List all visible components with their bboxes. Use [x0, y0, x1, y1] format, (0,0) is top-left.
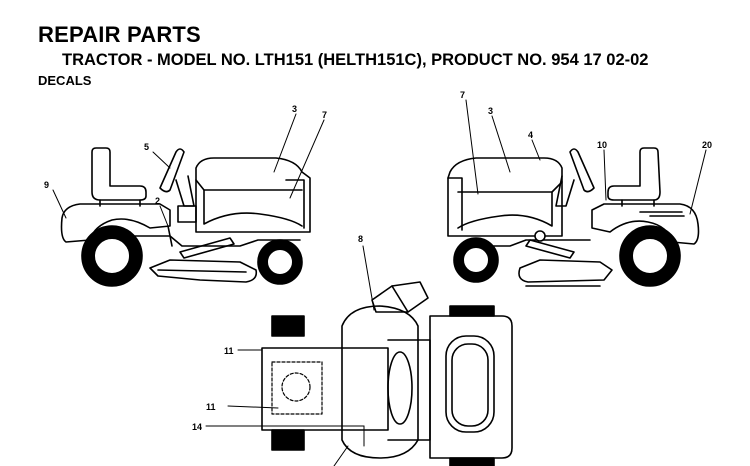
- callout-5: 5: [144, 142, 149, 152]
- steering-wheel: [159, 148, 185, 193]
- front-wheel: [453, 237, 499, 283]
- callout-2: 2: [155, 196, 160, 206]
- callout-14: 14: [192, 422, 202, 432]
- rear-wheel-top: [271, 315, 305, 337]
- rear-wheel: [81, 225, 143, 287]
- front-wheel-bottom: [449, 457, 495, 466]
- steering-wheel: [569, 148, 595, 193]
- rear-wheel: [619, 225, 681, 287]
- front-wheel-top: [449, 305, 495, 317]
- callout-10: 10: [597, 140, 607, 150]
- seat: [607, 147, 661, 201]
- tractor-right-view: [447, 147, 700, 287]
- callout-8: 8: [358, 234, 363, 244]
- rear-fender-top: [261, 347, 389, 431]
- rear-wheel-bottom: [271, 429, 305, 451]
- seat-top: [341, 305, 419, 459]
- section-heading: DECALS: [38, 73, 92, 88]
- callout-11: 11: [224, 346, 234, 356]
- callout-11: 11: [206, 402, 216, 412]
- rear-fender: [60, 203, 171, 243]
- decal-outline: [271, 361, 323, 415]
- rear-fender: [591, 203, 700, 245]
- tractor-left-view: [60, 147, 311, 287]
- callout-7: 7: [322, 110, 327, 120]
- front-wheel: [257, 239, 303, 285]
- right-view-callouts: [465, 99, 707, 215]
- callout-3: 3: [488, 106, 493, 116]
- steering-column: [175, 175, 195, 207]
- page-subtitle: TRACTOR - MODEL NO. LTH151 (HELTH151C), …: [62, 51, 649, 69]
- top-view-callouts: [205, 245, 375, 466]
- callout-9: 9: [44, 180, 49, 190]
- hood: [195, 157, 311, 233]
- mower-deck: [149, 259, 258, 283]
- callout-20: 20: [702, 140, 712, 150]
- callout-4: 4: [528, 130, 533, 140]
- callout-7: 7: [460, 90, 465, 100]
- mower-deck: [518, 259, 613, 283]
- hood-top: [429, 315, 513, 459]
- callout-3: 3: [292, 104, 297, 114]
- tractor-top-view: [261, 281, 513, 466]
- seat: [91, 147, 147, 201]
- left-view-callouts: [52, 113, 325, 227]
- page-title: REPAIR PARTS: [38, 22, 201, 47]
